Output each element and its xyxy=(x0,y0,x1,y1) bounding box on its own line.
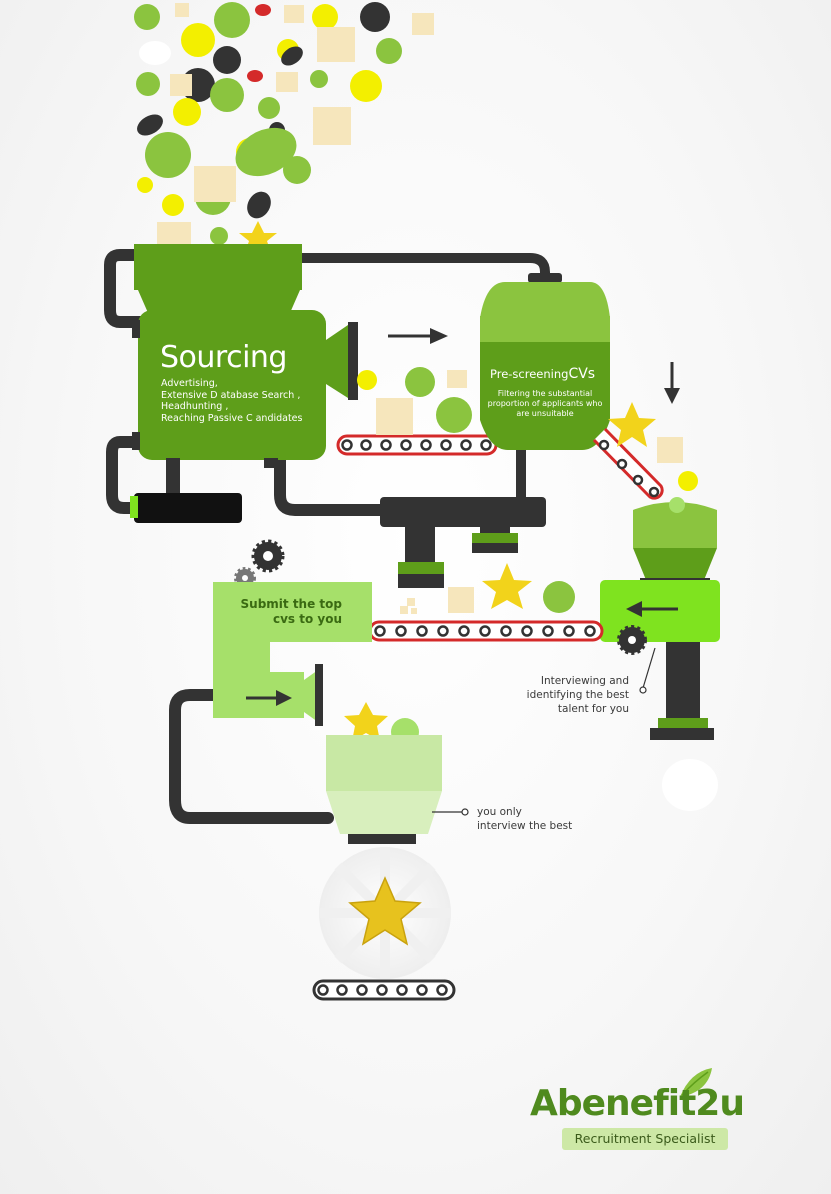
prescreening-title-prefix: Pre-screening xyxy=(490,367,569,381)
conveyor-belt-bottom xyxy=(312,979,456,1001)
logo-tagline: Recruitment Specialist xyxy=(574,1131,716,1146)
final-funnel xyxy=(326,702,442,844)
interview-label: Interviewing and identifying the best ta… xyxy=(508,674,629,716)
callout-lines xyxy=(432,647,656,816)
tagline-bar xyxy=(562,1128,728,1150)
best-line: interview the best xyxy=(477,820,573,832)
sourcing-line: Extensive D atabase Search , xyxy=(161,389,301,401)
sourcing-machine xyxy=(130,244,358,523)
submit-machine xyxy=(213,582,372,726)
best-candidate-burst xyxy=(319,847,451,979)
best-label: you only interview the best xyxy=(477,805,572,833)
falling-items xyxy=(134,2,434,253)
belt-1-items xyxy=(357,367,472,435)
diagonal-belt-items xyxy=(608,402,698,491)
conveyor-belt-diagonal xyxy=(592,427,664,500)
interview-machine xyxy=(600,497,720,811)
interview-line: talent for you xyxy=(557,703,629,715)
prescreening-line: are unsuitable xyxy=(516,409,574,418)
belt-2-items xyxy=(400,563,575,614)
prescreening-line: Filtering the substantial xyxy=(497,389,593,398)
pipes xyxy=(104,249,550,824)
arrow-right-icon xyxy=(388,328,448,344)
interview-line: identifying the best xyxy=(526,689,629,701)
gears xyxy=(234,539,285,589)
prescreening-title-cvs: CVs xyxy=(568,366,596,382)
submit-line: Submit the top xyxy=(240,597,342,611)
sourcing-line: Reaching Passive C andidates xyxy=(161,412,303,424)
star-icon xyxy=(348,876,422,946)
gear-icon xyxy=(251,539,285,573)
interview-line: Interviewing and xyxy=(540,675,629,687)
submit-label: Submit the top cvs to you xyxy=(232,597,342,627)
conveyor-belt-2 xyxy=(368,620,604,642)
sourcing-line: Headhunting , xyxy=(161,401,229,412)
pipe-junction xyxy=(380,497,546,588)
prescreening-machine xyxy=(480,273,610,450)
conveyor-belt-1 xyxy=(336,434,498,456)
sourcing-line: Advertising, xyxy=(161,378,218,389)
sourcing-title: Sourcing xyxy=(160,340,287,375)
prescreening-line: proportion of applicants who xyxy=(487,399,603,408)
submit-line: cvs to you xyxy=(272,612,342,626)
arrow-down-icon xyxy=(664,362,680,404)
gear-icon xyxy=(617,625,647,655)
prescreening-title: Pre-screeningCVs xyxy=(490,363,595,382)
prescreening-description: Filtering the substantial proportion of … xyxy=(482,389,608,419)
sourcing-description: Advertising, Extensive D atabase Search … xyxy=(161,378,302,424)
leaf-icon xyxy=(680,1068,712,1097)
best-line: you only xyxy=(477,806,522,818)
logo-wordmark: Abenefit2u xyxy=(530,1083,745,1124)
